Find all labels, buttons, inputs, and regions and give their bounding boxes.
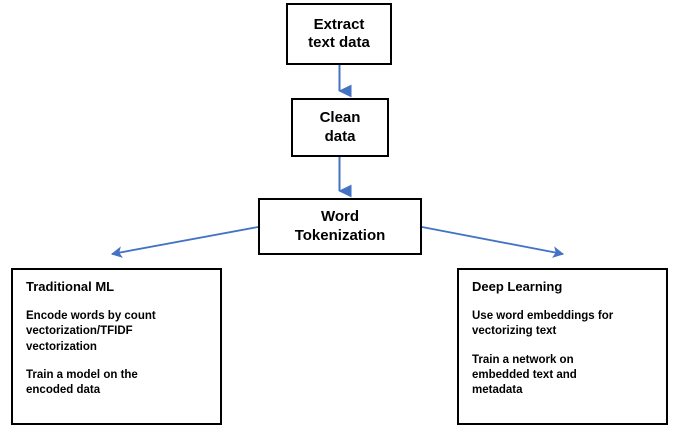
node-extract-label: Extract text data [308,15,370,51]
panel-deep-learning-paragraph-2: Train a network on embedded text and met… [472,353,577,397]
node-clean-data[interactable]: Clean data [291,98,389,157]
panel-traditional-ml-paragraph-1: Encode words by count vectorization/TFID… [26,309,156,353]
panel-traditional-ml-paragraph-2: Train a model on the encoded data [26,368,138,397]
node-word-tokenization[interactable]: Word Tokenization [258,198,422,255]
panel-deep-learning-paragraph-1: Use word embeddings for vectorizing text [472,309,614,338]
panel-deep-learning-title: Deep Learning [472,279,563,294]
connector-tokenization-to-deep [421,226,565,258]
node-tokenization-label: Word Tokenization [294,208,386,244]
panel-deep-learning[interactable]: Deep Learning Use word embeddings for ve… [457,268,668,425]
connector-tokenization-to-traditional [110,226,259,258]
node-clean-label: Clean data [319,109,361,145]
panel-traditional-ml[interactable]: Traditional ML Encode words by count vec… [11,268,222,425]
node-extract-text-data[interactable]: Extract text data [286,3,392,65]
panel-traditional-ml-title: Traditional ML [26,279,115,294]
